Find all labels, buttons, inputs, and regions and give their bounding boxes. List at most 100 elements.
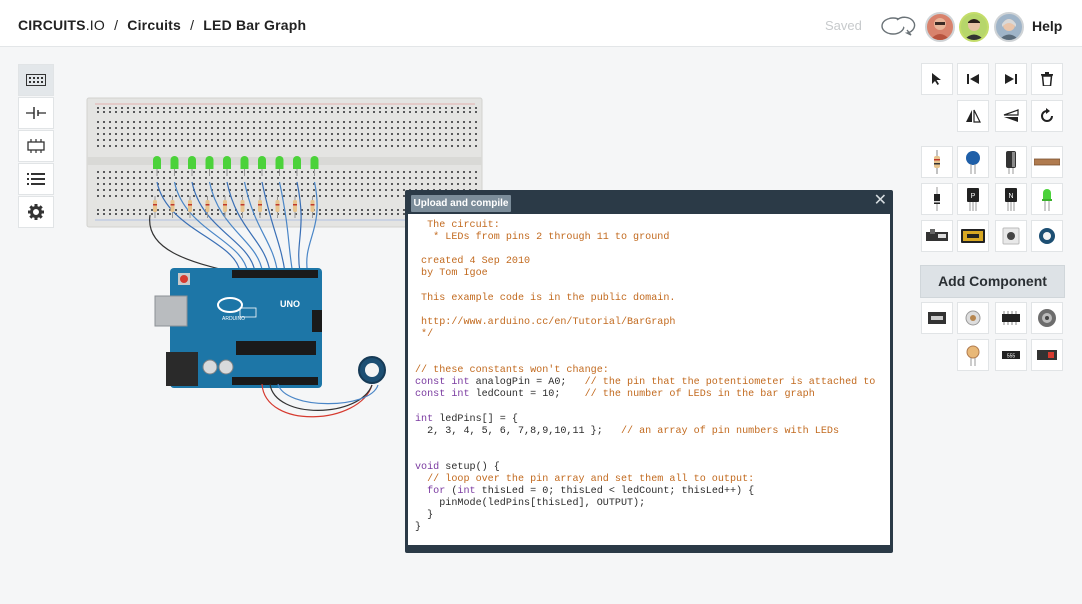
avatar-1[interactable] bbox=[925, 12, 955, 42]
code-content: The circuit: * LEDs from pins 2 through … bbox=[408, 214, 890, 534]
wire-component[interactable] bbox=[1031, 146, 1063, 178]
code-line: const int ledCount = 10; // the number o… bbox=[415, 389, 890, 401]
wire[interactable] bbox=[208, 181, 264, 273]
pushbutton-component[interactable] bbox=[995, 220, 1027, 252]
capacitor-icon bbox=[966, 151, 980, 174]
code-line bbox=[415, 450, 890, 462]
photoresistor-icon bbox=[965, 310, 981, 326]
upload-compile-button[interactable]: Upload and compile bbox=[411, 195, 511, 212]
chat-icon[interactable] bbox=[880, 15, 916, 37]
svg-text:P: P bbox=[971, 193, 976, 200]
resistor[interactable] bbox=[223, 196, 227, 218]
close-icon[interactable]: ✕ bbox=[873, 192, 887, 209]
wire[interactable] bbox=[191, 181, 256, 273]
potentiometer-component[interactable] bbox=[1031, 220, 1063, 252]
delete-button[interactable] bbox=[1031, 63, 1063, 95]
code-token: ledCount = 10; bbox=[469, 389, 585, 401]
led[interactable] bbox=[153, 156, 161, 176]
led[interactable] bbox=[240, 156, 249, 176]
light-sensor-component[interactable] bbox=[957, 339, 989, 371]
avatar-2[interactable] bbox=[959, 12, 989, 42]
code-token: // the pin that the potentiometer is att… bbox=[584, 377, 876, 389]
resistor[interactable] bbox=[275, 196, 280, 218]
top-bar: CIRCUITS.IO / Circuits / LED Bar Graph S… bbox=[0, 0, 1082, 47]
wire[interactable] bbox=[306, 181, 318, 273]
electrolytic-capacitor-icon bbox=[1006, 151, 1016, 174]
led[interactable] bbox=[205, 156, 214, 176]
settings-button[interactable] bbox=[18, 196, 54, 228]
led[interactable] bbox=[310, 156, 319, 176]
avatar-3[interactable] bbox=[994, 12, 1024, 42]
relay-icon bbox=[1037, 350, 1057, 360]
breadboard-view-button[interactable] bbox=[18, 64, 54, 96]
flip-vertical-button[interactable] bbox=[995, 100, 1027, 132]
gear-icon bbox=[28, 204, 44, 220]
led[interactable] bbox=[258, 156, 266, 176]
breadboard-icon bbox=[26, 74, 46, 86]
pcb-view-button[interactable] bbox=[18, 130, 54, 162]
wire[interactable] bbox=[261, 181, 286, 273]
code-line: int ledPins[] = { bbox=[415, 414, 890, 426]
schematic-view-button[interactable] bbox=[18, 97, 54, 129]
pnp-transistor-component[interactable]: P bbox=[957, 183, 989, 215]
voltage-regulator-component[interactable] bbox=[921, 302, 953, 334]
timer-555-component[interactable]: 555 bbox=[995, 339, 1027, 371]
rotate-button[interactable] bbox=[1031, 100, 1063, 132]
code-line: } bbox=[415, 510, 434, 522]
potentiometer[interactable] bbox=[358, 356, 386, 384]
resistor[interactable] bbox=[170, 196, 175, 218]
relay-component[interactable] bbox=[1031, 339, 1063, 371]
npn-transistor-component[interactable]: N bbox=[995, 183, 1027, 215]
speaker-component[interactable] bbox=[1031, 302, 1063, 334]
resistor[interactable] bbox=[153, 196, 157, 218]
wire[interactable] bbox=[226, 181, 271, 273]
resistor[interactable] bbox=[293, 196, 297, 218]
arduino-uno-board[interactable]: UNO ARDUINO bbox=[154, 268, 322, 388]
slide-switch-component[interactable] bbox=[921, 220, 953, 252]
help-link[interactable]: Help bbox=[1032, 18, 1063, 34]
code-line: // these constants won't change: bbox=[415, 365, 609, 377]
resistor-component[interactable] bbox=[921, 146, 953, 178]
resistor[interactable] bbox=[310, 196, 315, 218]
resistor[interactable] bbox=[240, 196, 245, 218]
rotate-icon bbox=[1041, 108, 1053, 122]
code-editor-panel: Upload and compile ✕ The circuit: * LEDs… bbox=[405, 190, 893, 553]
wire[interactable] bbox=[156, 181, 241, 273]
breadcrumb-project-title[interactable]: LED Bar Graph bbox=[203, 17, 307, 33]
flip-horizontal-button[interactable] bbox=[957, 100, 989, 132]
diode-component[interactable] bbox=[921, 183, 953, 215]
step-back-icon bbox=[967, 74, 979, 84]
wire[interactable] bbox=[278, 181, 294, 273]
resistor[interactable] bbox=[188, 196, 192, 218]
led-component[interactable] bbox=[1031, 183, 1063, 215]
components-list-button[interactable] bbox=[18, 163, 54, 195]
wire[interactable] bbox=[296, 181, 302, 273]
pointer-button[interactable] bbox=[921, 63, 953, 95]
code-token: int bbox=[457, 486, 476, 498]
led[interactable] bbox=[188, 156, 196, 176]
led[interactable] bbox=[293, 156, 301, 176]
led[interactable] bbox=[170, 156, 179, 176]
resistor[interactable] bbox=[205, 196, 210, 218]
wire[interactable] bbox=[243, 181, 279, 273]
electrolytic-capacitor-component[interactable] bbox=[995, 146, 1027, 178]
breadcrumb-circuits[interactable]: Circuits bbox=[127, 17, 182, 33]
photoresistor-component[interactable] bbox=[957, 302, 989, 334]
code-line: This example code is in the public domai… bbox=[415, 292, 676, 304]
step-forward-button[interactable] bbox=[995, 63, 1027, 95]
speaker-icon bbox=[1038, 309, 1056, 327]
led[interactable] bbox=[223, 156, 231, 176]
capacitor-component[interactable] bbox=[957, 146, 989, 178]
step-back-button[interactable] bbox=[957, 63, 989, 95]
resistor[interactable] bbox=[258, 196, 262, 218]
logo[interactable]: CIRCUITS.IO bbox=[18, 17, 105, 33]
add-component-button[interactable]: Add Component bbox=[920, 265, 1065, 298]
code-text-area[interactable]: The circuit: * LEDs from pins 2 through … bbox=[408, 214, 890, 545]
battery-pack-component[interactable] bbox=[957, 220, 989, 252]
circuit-canvas[interactable]: UNO ARDUINO bbox=[0, 46, 900, 604]
wire[interactable] bbox=[173, 181, 249, 273]
code-line bbox=[415, 401, 890, 413]
led[interactable] bbox=[275, 156, 284, 176]
ic-chip-component[interactable] bbox=[995, 302, 1027, 334]
code-line: void setup() { bbox=[415, 462, 890, 474]
